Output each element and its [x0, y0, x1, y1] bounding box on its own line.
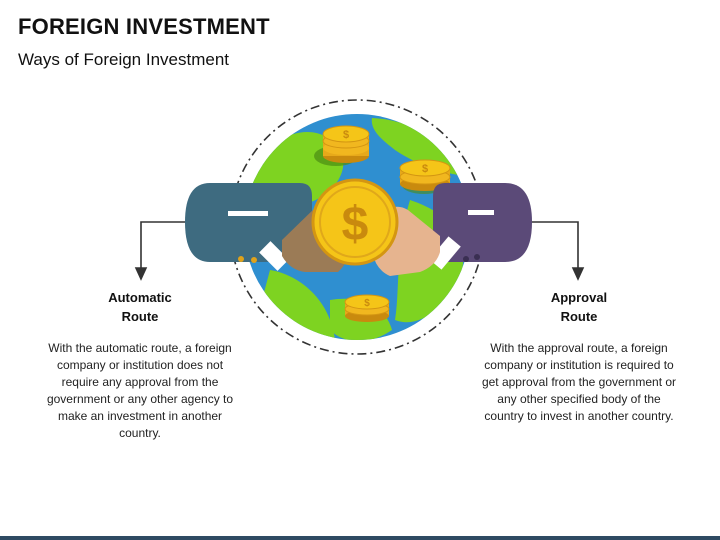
automatic-route-description: With the automatic route, a foreign comp… [46, 341, 234, 440]
coin-stack-bottom-icon: $ [344, 294, 390, 322]
page-subtitle: Ways of Foreign Investment [18, 50, 230, 69]
coin-stack-top-icon: $ [322, 125, 370, 163]
approval-route-description: With the approval route, a foreign compa… [481, 341, 677, 423]
route-title-line: Approval [550, 290, 608, 305]
coin-dollar-glyph: $ [343, 129, 349, 141]
right-arm-icon [429, 183, 532, 270]
coin-dollar-glyph: $ [422, 163, 428, 175]
coin-dollar-glyph: $ [342, 198, 369, 251]
approval-route-block: Approval Route With the approval route, … [479, 288, 679, 425]
automatic-route-block: Automatic Route With the automatic route… [40, 288, 240, 442]
page-title: FOREIGN INVESTMENT [18, 14, 270, 39]
dollar-coin-icon: $ [311, 178, 399, 266]
bottom-accent-bar [0, 536, 720, 540]
left-connector-arrow [134, 221, 185, 281]
approval-route-title: Approval Route [479, 288, 679, 326]
left-arm-icon [185, 183, 312, 271]
route-title-line: Route [121, 309, 159, 324]
route-title-line: Route [560, 309, 598, 324]
right-connector-arrow [532, 221, 585, 281]
automatic-route-title: Automatic Route [40, 288, 240, 326]
coin-dollar-glyph: $ [364, 298, 370, 309]
route-title-line: Automatic [108, 290, 172, 305]
